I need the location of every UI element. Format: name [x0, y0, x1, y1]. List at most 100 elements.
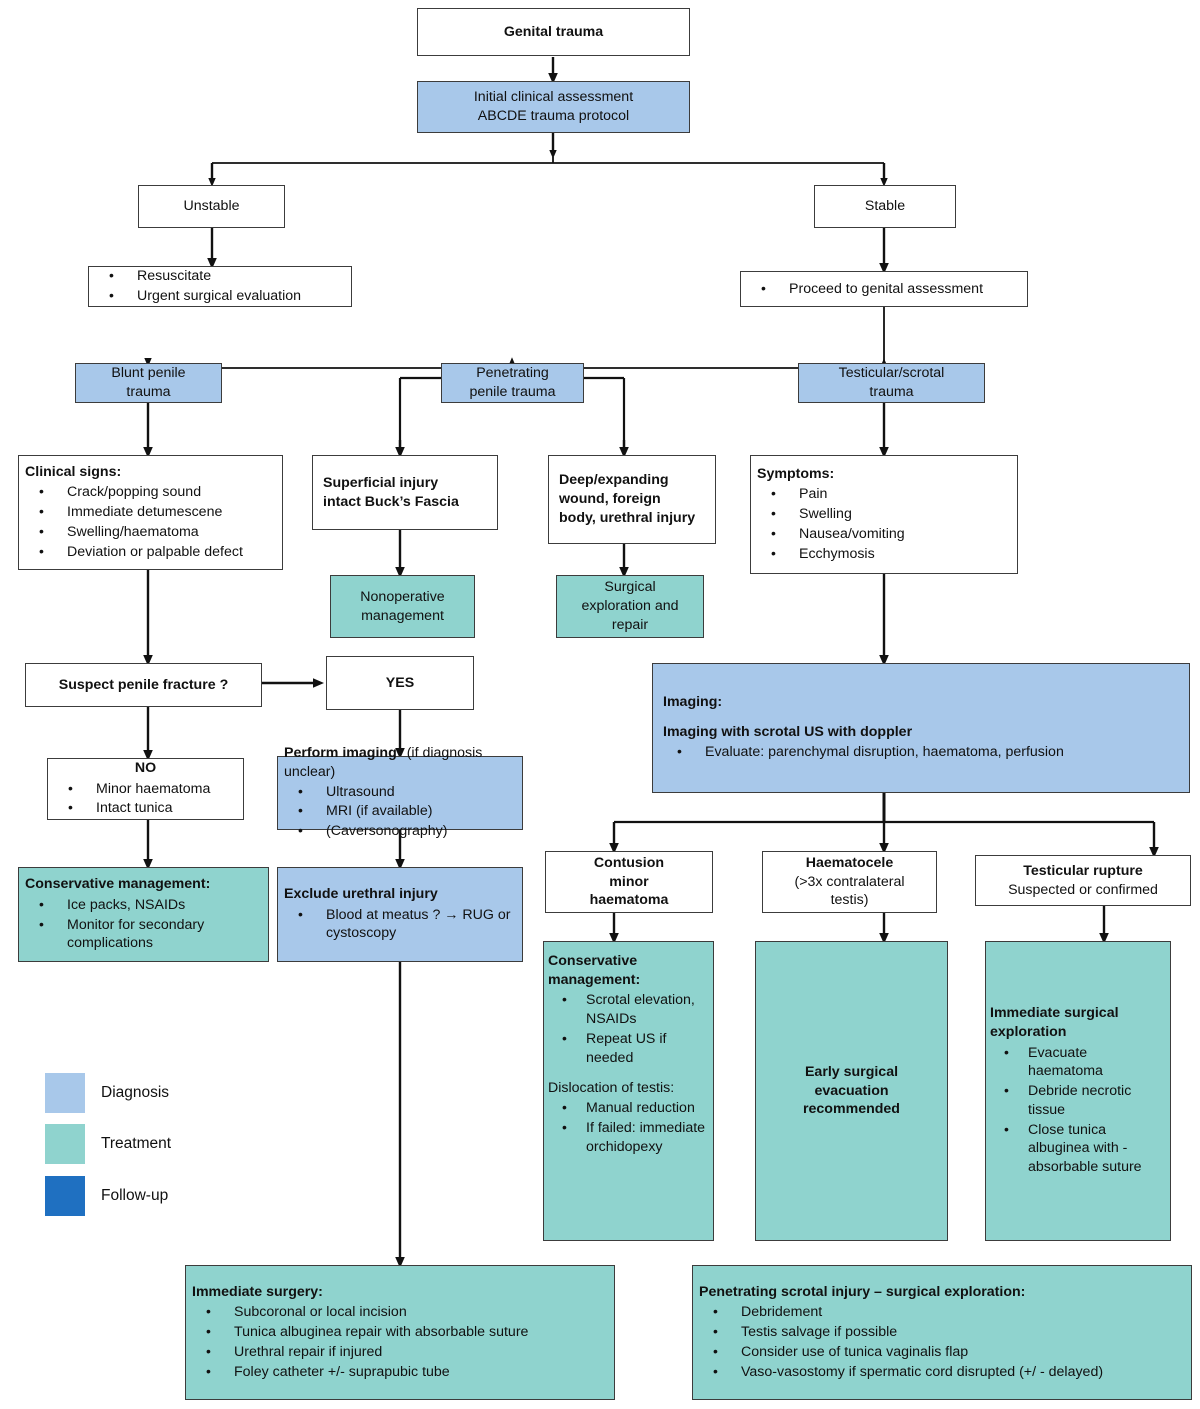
legend-swatch-diagnosis: [45, 1073, 85, 1113]
node-immediate-surgical-exploration[interactable]: Immediate surgical exploration Evacuate …: [985, 941, 1171, 1241]
testicular-rupture-line2: Suspected or confirmed: [1008, 881, 1158, 898]
penetrating-scrotal-header: Penetrating scrotal injury – surgical ex…: [699, 1283, 1026, 1300]
list-item: Ultrasound: [284, 782, 516, 802]
node-early-surgical-evacuation[interactable]: Early surgical evacuation recommended: [755, 941, 948, 1241]
list-item: Immediate detumescene: [25, 502, 276, 522]
immediate-surgery-list: Subcoronal or local incision Tunica albu…: [192, 1302, 608, 1382]
list-item: Proceed to genital assessment: [747, 279, 1021, 299]
node-stable-actions[interactable]: Proceed to genital assessment: [740, 271, 1028, 307]
spacer: [548, 1068, 709, 1079]
exclude-urethral-header: Exclude urethral injury: [284, 885, 438, 902]
list-item: Swelling/haematoma: [25, 522, 276, 542]
list-item: Close tunica albuginea with - absorbable…: [990, 1120, 1166, 1177]
list-item: Tunica albuginea repair with absorbable …: [192, 1322, 608, 1342]
superficial-line1: Superficial injury: [323, 474, 439, 491]
list-item: Subcoronal or local incision: [192, 1302, 608, 1322]
clinical-signs-list: Crack/popping sound Immediate detumescen…: [25, 482, 276, 562]
list-item: Crack/popping sound: [25, 482, 276, 502]
node-penetrating-scrotal-injury[interactable]: Penetrating scrotal injury – surgical ex…: [692, 1265, 1192, 1400]
symptoms-list: Pain Swelling Nausea/vomiting Ecchymosis: [757, 484, 1011, 564]
exclude-urethral-list: Blood at meatus ? → RUG or cystoscopy: [284, 905, 516, 944]
early-surgical-line3: recommended: [803, 1101, 900, 1118]
list-item: Pain: [757, 484, 1011, 504]
imaging-subheader: Imaging with scrotal US with doppler: [663, 724, 913, 741]
list-item: Urethral repair if injured: [192, 1342, 608, 1362]
legend-label-diagnosis: Diagnosis: [101, 1084, 170, 1101]
list-item: Nausea/vomiting: [757, 524, 1011, 544]
perform-imaging-header-row: Perform imaging (if diagnosis unclear): [284, 744, 516, 781]
node-unstable[interactable]: Unstable: [138, 185, 285, 228]
list-item: Ice packs, NSAIDs: [25, 895, 262, 915]
node-conservative-management-scrotal[interactable]: Conservative management: Scrotal elevati…: [543, 941, 714, 1241]
early-surgical-line1: Early surgical: [804, 1063, 899, 1080]
imaging-list: Evaluate: parenchymal disruption, haemat…: [663, 742, 1179, 763]
contusion-line1: Contusion: [593, 854, 665, 871]
nonoperative-line2: management: [361, 607, 444, 624]
node-testicular-rupture[interactable]: Testicular rupture Suspected or confirme…: [975, 855, 1191, 906]
nonoperative-line1: Nonoperative: [360, 588, 445, 605]
node-penetrating-penile-trauma[interactable]: Penetrating penile trauma: [441, 363, 584, 403]
node-immediate-surgery[interactable]: Immediate surgery: Subcoronal or local i…: [185, 1265, 615, 1400]
list-item: Swelling: [757, 504, 1011, 524]
perform-imaging-list: Ultrasound MRI (if available) (Caversono…: [284, 782, 516, 842]
node-blunt-penile-line2: trauma: [126, 384, 171, 400]
node-superficial-injury[interactable]: Superficial injury intact Buck’s Fascia: [312, 455, 498, 530]
node-contusion[interactable]: Contusion minor haematoma: [545, 851, 713, 913]
node-stable[interactable]: Stable: [814, 185, 956, 228]
superficial-line2: intact Buck’s Fascia: [323, 493, 459, 510]
early-surgical-line2: evacuation: [814, 1082, 889, 1099]
node-initial-assessment[interactable]: Initial clinical assessment ABCDE trauma…: [417, 81, 690, 133]
immediate-exploration-header: Immediate surgical exploration: [990, 1005, 1119, 1040]
node-perform-imaging[interactable]: Perform imaging (if diagnosis unclear) U…: [277, 745, 523, 839]
node-symptoms[interactable]: Symptoms: Pain Swelling Nausea/vomiting …: [750, 455, 1018, 574]
node-unstable-actions[interactable]: Resuscitate Urgent surgical evaluation: [88, 266, 352, 307]
surgical-repair-line1: Surgical: [604, 579, 656, 596]
conservative-penile-list: Ice packs, NSAIDs Monitor for secondary …: [25, 895, 262, 954]
deep-wound-line3: body, urethral injury: [559, 509, 696, 526]
node-surgical-exploration-repair[interactable]: Surgical exploration and repair: [556, 575, 704, 638]
node-testicular-scrotal-trauma[interactable]: Testicular/scrotal trauma: [798, 363, 985, 403]
conservative-scrotal-list-2: Manual reduction If failed: immediate or…: [548, 1098, 709, 1157]
perform-imaging-note: (if diagnosis unclear): [284, 745, 483, 780]
legend-label-treatment: Treatment: [101, 1135, 172, 1152]
list-item: Manual reduction: [548, 1098, 709, 1118]
list-item: Evaluate: parenchymal disruption, haemat…: [663, 742, 1179, 762]
testicular-rupture-line1: Testicular rupture: [1023, 862, 1143, 879]
node-blunt-penile-line1: Blunt penile: [111, 365, 186, 382]
list-item: Vaso-vasostomy if spermatic cord disrupt…: [699, 1362, 1185, 1382]
surgical-repair-line3: repair: [611, 616, 649, 633]
node-nonoperative-management[interactable]: Nonoperative management: [330, 575, 475, 638]
unstable-actions-list: Resuscitate Urgent surgical evaluation: [95, 266, 345, 306]
legend-label-followup: Follow-up: [101, 1187, 169, 1204]
node-yes[interactable]: YES: [326, 656, 474, 710]
deep-wound-line2: wound, foreign: [559, 491, 661, 508]
no-header: NO: [134, 759, 157, 776]
node-genital-trauma[interactable]: Genital trauma: [417, 8, 690, 56]
node-clinical-signs[interactable]: Clinical signs: Crack/popping sound Imme…: [18, 455, 283, 570]
node-imaging[interactable]: Imaging: Imaging with scrotal US with do…: [652, 663, 1190, 793]
list-item: Deviation or palpable defect: [25, 542, 276, 562]
haematocele-line1: Haematocele: [805, 854, 894, 871]
node-exclude-urethral-injury[interactable]: Exclude urethral injury Blood at meatus …: [277, 867, 523, 962]
node-haematocele[interactable]: Haematocele (>3x contralateral testis): [762, 851, 937, 913]
node-suspect-penile-fracture[interactable]: Suspect penile fracture ?: [25, 663, 262, 707]
list-item: Blood at meatus ? → RUG or cystoscopy: [284, 905, 516, 943]
node-conservative-management-penile[interactable]: Conservative management: Ice packs, NSAI…: [18, 867, 269, 962]
list-item: Monitor for secondary complications: [25, 914, 262, 953]
node-penetrating-penile-line2: penile trauma: [469, 384, 556, 400]
list-item: Foley catheter +/- suprapubic tube: [192, 1362, 608, 1382]
list-item: Testis salvage if possible: [699, 1322, 1185, 1342]
clinical-signs-header: Clinical signs:: [25, 463, 122, 480]
node-testicular-line1: Testicular/scrotal: [838, 365, 945, 382]
list-item: Repeat US if needed: [548, 1029, 709, 1067]
list-item: Debride necrotic tissue: [990, 1081, 1166, 1119]
node-testicular-line2: trauma: [869, 384, 914, 400]
stable-actions-list: Proceed to genital assessment: [747, 279, 1021, 300]
node-blunt-penile-trauma[interactable]: Blunt penile trauma: [75, 363, 222, 403]
list-item: Evacuate haematoma: [990, 1043, 1166, 1081]
node-penetrating-penile-line1: Penetrating: [476, 365, 549, 382]
list-item: Intact tunica: [54, 798, 237, 818]
node-no-minor-haematoma[interactable]: NO Minor haematoma Intact tunica: [47, 758, 244, 820]
node-deep-wound[interactable]: Deep/expanding wound, foreign body, uret…: [548, 455, 716, 544]
